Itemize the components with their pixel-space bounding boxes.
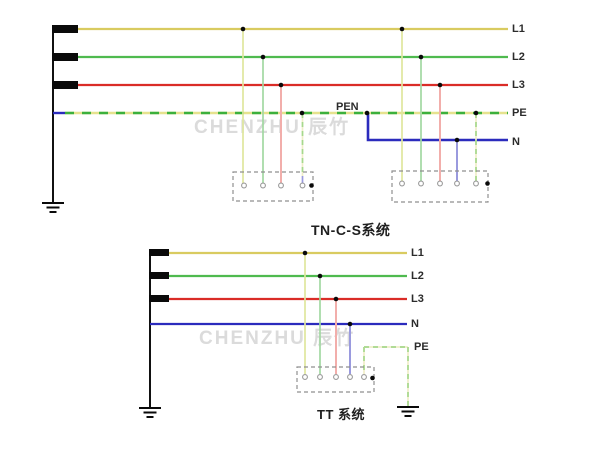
tncs-right-terminal-n [454, 180, 460, 187]
tncs-title: TN-C-S系统 [311, 222, 391, 238]
tncs-winding-l3 [52, 81, 78, 89]
tncs-node-l2-left [260, 54, 266, 60]
tt-appliance-pe-node [370, 375, 375, 381]
tt-terminal-n [347, 374, 353, 380]
tncs-right-terminal-l1 [399, 180, 405, 187]
tt-node-l2 [317, 273, 323, 279]
tncs-node-pe-right [473, 110, 479, 116]
tt-label-n: N [411, 318, 419, 330]
tt-label-l3: L3 [411, 293, 424, 305]
tncs-right-terminal-l2 [418, 180, 424, 187]
tncs-left-appliance-box [232, 171, 314, 202]
tncs-node-l3-right [437, 82, 443, 88]
tncs-left-appliance-pe-node [309, 183, 314, 188]
tt-appliance-box [296, 366, 375, 393]
tt-label-pe: PE [414, 341, 429, 353]
tncs-right-terminal-l3 [437, 180, 443, 187]
tt-winding-l2 [149, 272, 169, 279]
tt-winding-l3 [149, 295, 169, 302]
watermark-bottom: CHENZHU 辰竹 [199, 328, 356, 349]
tt-terminal-l1 [302, 374, 308, 380]
tncs-label-pe: PE [512, 107, 527, 119]
tncs-right-terminal-pe [473, 180, 479, 187]
tncs-label-n: N [512, 136, 520, 148]
tncs-label-l1: L1 [512, 23, 525, 35]
tncs-right-appliance-box [391, 170, 489, 203]
tt-label-l1: L1 [411, 247, 424, 259]
tncs-label-l3: L3 [512, 79, 525, 91]
tncs-label-l2: L2 [512, 51, 525, 63]
tncs-node-l3-left [278, 82, 284, 88]
tncs-node-l1-right [399, 26, 405, 32]
tt-terminal-pe [361, 374, 367, 380]
tncs-left-terminal-pen [299, 182, 306, 189]
pen-label: PEN [336, 101, 359, 113]
tncs-line-n [366, 113, 508, 142]
tt-winding-l1 [149, 249, 169, 256]
watermark-top: CHENZHU 辰竹 [194, 117, 351, 138]
tncs-node-pen-split [364, 110, 370, 116]
tncs-left-terminal-l2 [260, 182, 266, 189]
tncs-winding-l2 [52, 53, 78, 61]
tncs-node-n-right [454, 137, 460, 143]
tt-title: TT 系统 [317, 407, 365, 422]
tt-terminal-l2 [317, 374, 323, 380]
tncs-right-appliance-pe-node [485, 181, 490, 186]
tncs-winding-l1 [52, 25, 78, 33]
tncs-node-l1-left [240, 26, 246, 32]
tt-terminal-l3 [333, 374, 339, 380]
tncs-node-l2-right [418, 54, 424, 60]
tt-node-l1 [302, 250, 308, 256]
tt-label-l2: L2 [411, 270, 424, 282]
tt-node-l3 [333, 296, 339, 302]
tncs-left-terminal-l3 [278, 182, 284, 189]
tncs-left-terminal-l1 [241, 182, 247, 189]
